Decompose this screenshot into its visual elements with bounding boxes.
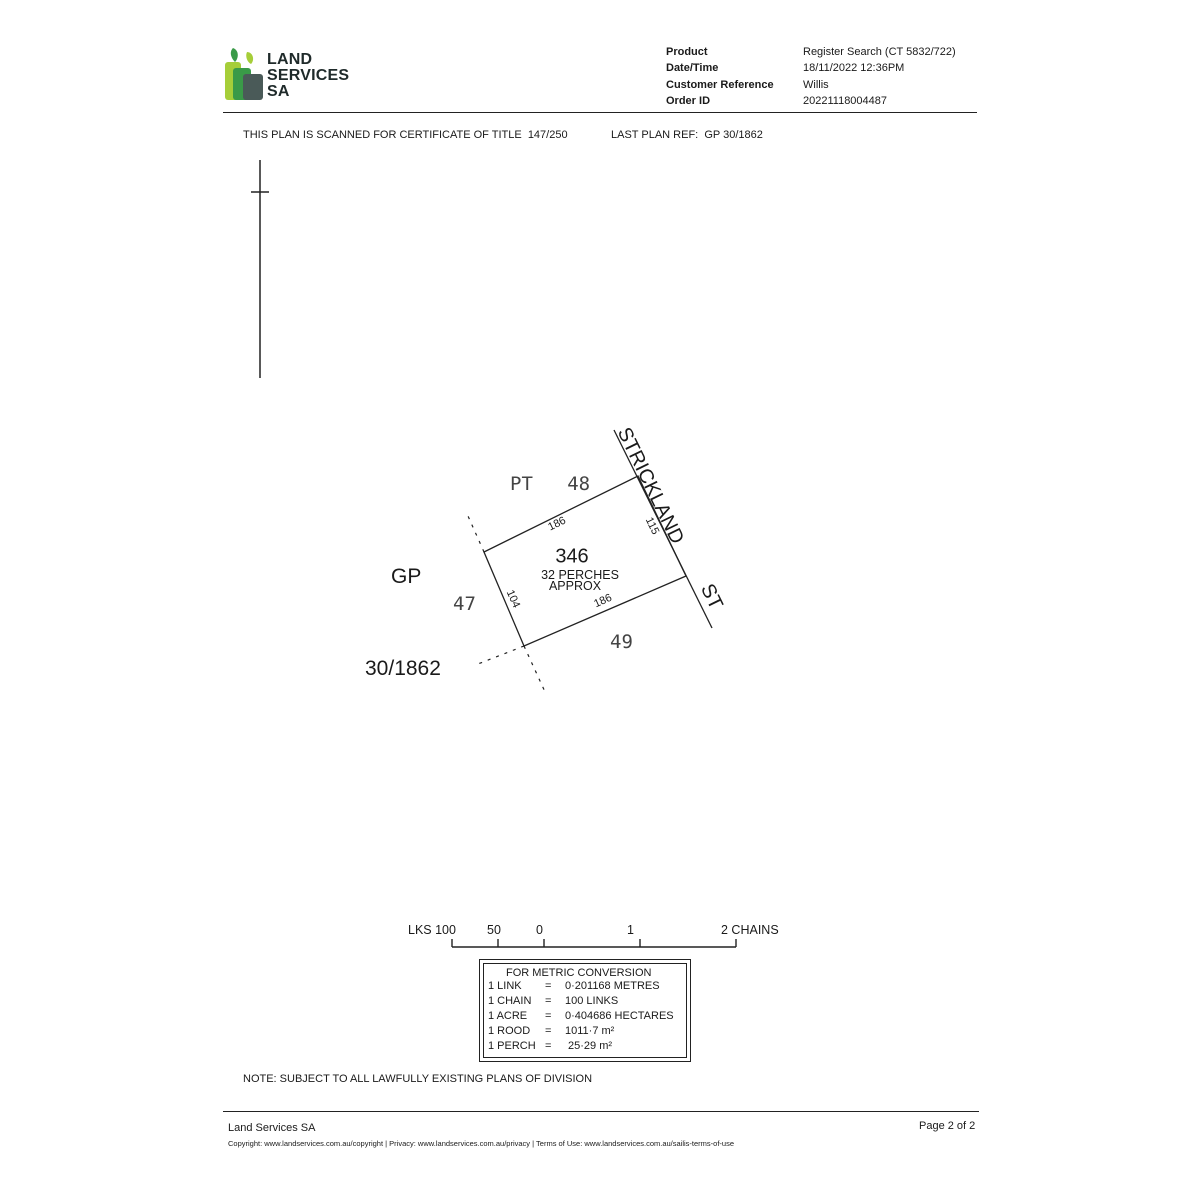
conversion-equals: = [545,1010,552,1022]
footer-copyright: Copyright: www.landservices.com.au/copyr… [228,1139,735,1148]
meta-value: Register Search (CT 5832/722) [803,46,956,58]
logo-wordmark: LAND SERVICES SA [267,52,349,100]
conversion-value: 25·29 m² [568,1040,613,1052]
footer-page-number: Page 2 of 2 [919,1120,976,1132]
conversion-value: 0·404686 HECTARES [565,1010,674,1022]
conversion-title: FOR METRIC CONVERSION [506,967,652,979]
logo-line-3: SA [267,83,290,100]
conversion-unit: 1 CHAIN [488,995,532,1007]
header-divider [223,112,977,113]
meta-row-customer-reference: Customer Reference Willis [666,77,986,93]
logo-line-2: SERVICES [267,67,350,84]
allotment-boundary [483,475,687,647]
logo-mark-icon [225,48,263,100]
conversion-equals: = [545,980,552,992]
conversion-unit: 1 ROOD [488,1025,531,1037]
scale-label-0: 0 [536,923,543,937]
meta-row-product: Product Register Search (CT 5832/722) [666,44,986,60]
conversion-equals: = [545,1040,552,1052]
logo [225,46,265,102]
metric-conversion-box: FOR METRIC CONVERSION 1 LINK = 0·201168 … [479,959,691,1062]
conversion-equals: = [545,995,552,1007]
conversion-unit: 1 PERCH [488,1040,536,1052]
neighbour-south-label: 49 [610,631,633,653]
meta-row-datetime: Date/Time 18/11/2022 12:36PM [666,60,986,76]
scanned-for-title: THIS PLAN IS SCANNED FOR CERTIFICATE OF … [243,129,568,141]
allotment-area: 32 PERCHES [541,568,619,582]
conversion-equals: = [545,1025,552,1037]
meta-value: Willis [803,78,829,91]
allotment-number: 346 [555,545,589,568]
scale-label-2-chains: 2 CHAINS [721,923,779,937]
division-note: NOTE: SUBJECT TO ALL LAWFULLY EXISTING P… [243,1073,593,1085]
footer-divider [223,1111,979,1112]
meta-value: 20221118004487 [803,94,888,107]
neighbour-west-label: 47 [453,593,476,615]
allotment-area-approx: APPROX [548,579,602,593]
last-plan-ref: LAST PLAN REF: GP 30/1862 [611,129,763,141]
plan-number-label: 30/1862 [365,657,441,680]
scale-label-1-chain: 1 [627,923,634,937]
meta-value: 18/11/2022 12:36PM [803,62,905,75]
conversion-value: 0·201168 METRES [565,980,660,992]
neighbour-north-label: PT 48 [510,473,591,495]
scale-label-50: 50 [487,923,501,937]
conversion-value: 1011·7 m² [565,1025,615,1037]
plan-gp-label: GP [391,565,422,588]
footer-org: Land Services SA [228,1122,316,1134]
scale-label-100-links: LKS 100 [408,923,456,937]
meta-key: Customer Reference [666,78,774,91]
conversion-value: 100 LINKS [565,995,619,1007]
conversion-unit: 1 LINK [488,980,522,992]
conversion-unit: 1 ACRE [488,1010,528,1022]
logo-line-1: LAND [267,51,313,68]
meta-key: Product [666,46,708,58]
boundary-extensions [467,515,547,695]
meta-key: Order ID [666,94,711,107]
meta-key: Date/Time [666,62,719,75]
north-line [251,160,269,378]
metric-conversion-inner: FOR METRIC CONVERSION [483,963,687,1058]
meta-row-order-id: Order ID 20221118004487 [666,93,986,109]
order-metadata: Product Register Search (CT 5832/722) Da… [666,44,986,109]
